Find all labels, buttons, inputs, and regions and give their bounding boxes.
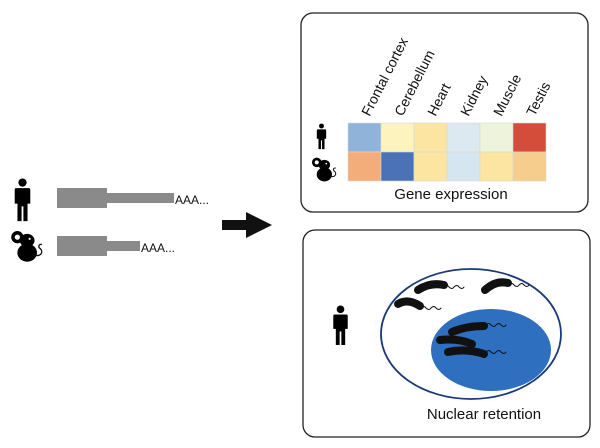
heatmap-cell-mouse-testis: [512, 151, 547, 182]
gene-expression-caption: Gene expression: [394, 186, 507, 203]
human-exon-block: [57, 188, 107, 208]
nuclear-rna: [436, 322, 507, 358]
mouse-utr-bar: [107, 241, 140, 251]
right-arrow-icon: [222, 212, 272, 238]
heatmap-cell-human-muscle: [479, 122, 514, 153]
human-transcript: AAA...: [57, 188, 209, 208]
human-polya-label: AAA...: [175, 193, 209, 207]
heatmap-cell-mouse-cerebellum: [380, 151, 415, 182]
heatmap-cell-human-heart: [413, 122, 448, 153]
nuclear-retention-panel: Nuclear retention: [302, 229, 591, 438]
heatmap-cell-mouse-muscle: [479, 151, 514, 182]
heatmap-cell-human-kidney: [446, 122, 481, 153]
heatmap-cell-mouse-kidney: [446, 151, 481, 182]
heatmap-cell-mouse-frontal-cortex: [347, 151, 382, 182]
human-icon: [14, 178, 31, 222]
expression-heatmap: [347, 122, 547, 182]
heatmap-cell-human-cerebellum: [380, 122, 415, 153]
heatmap-cell-human-testis: [512, 122, 547, 153]
cytoplasmic-rna: [394, 278, 530, 310]
gene-expression-frame: [300, 12, 589, 213]
mouse-transcript: AAA...: [57, 236, 175, 256]
nuclear-retention-caption: Nuclear retention: [427, 406, 541, 423]
mouse-polya-label: AAA...: [141, 241, 175, 255]
mouse-exon-block: [57, 236, 107, 256]
human-utr-bar: [107, 193, 174, 203]
left-transcripts: AAA... AAA...: [10, 178, 209, 263]
heatmap-cell-mouse-heart: [413, 151, 448, 182]
mouse-icon: [10, 230, 43, 263]
heatmap-cell-human-frontal-cortex: [347, 122, 382, 153]
